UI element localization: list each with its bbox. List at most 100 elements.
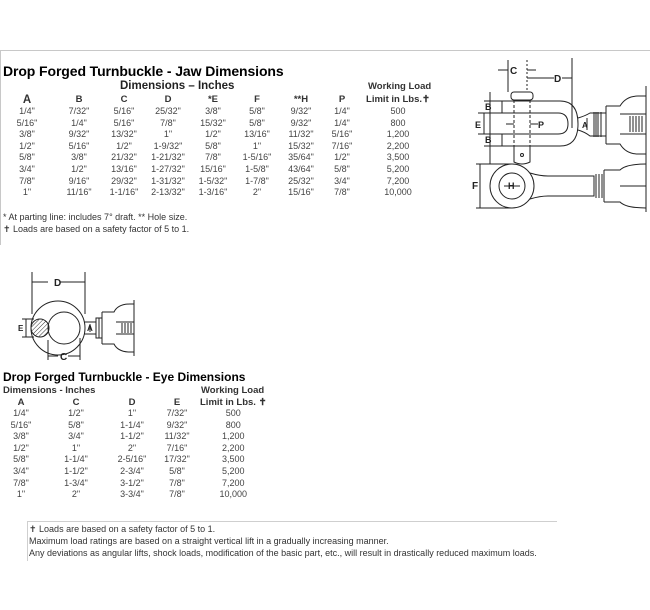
table-cell: 1-1/16" <box>109 187 139 198</box>
table-cell: 3/4" <box>334 175 350 186</box>
jaw-dimensions-table: A B C D *E F **H P Limit in Lbs.✝ 1/4" 7/… <box>0 93 434 199</box>
table-cell: 1-1/4" <box>64 454 88 465</box>
table-cell: 1/4" <box>71 117 87 128</box>
table-cell: 1" <box>16 489 26 500</box>
table-cell: 1-31/32" <box>151 175 185 186</box>
table-cell: 1,200 <box>386 129 410 140</box>
table-cell: 7/8" <box>13 477 29 488</box>
table-cell: 3/8" <box>205 106 221 116</box>
table-row: 5/16"5/8"1-1/4"9/32"800 <box>0 420 267 432</box>
eye-label-c: C <box>60 352 67 363</box>
notes-box <box>27 521 557 561</box>
table-cell: 1-1/4" <box>120 419 144 430</box>
table-cell: 9/16" <box>68 175 90 186</box>
table-cell: 13/16" <box>244 129 270 140</box>
table-cell: 5/8" <box>68 419 84 430</box>
table-cell: 800 <box>390 117 406 128</box>
jaw-label-b-bottom: B <box>485 135 492 145</box>
table-cell: 500 <box>390 106 406 116</box>
col-header: Limit in Lbs. ✝ <box>200 396 267 408</box>
table-cell: 1-21/32" <box>151 152 185 163</box>
table-cell: 10,000 <box>384 187 412 198</box>
table-row: 7/8"1-3/4"3-1/2"7/8"7,200 <box>0 478 267 490</box>
top-divider <box>0 50 650 51</box>
table-cell: 5/8" <box>19 152 35 163</box>
table-cell: 5/16" <box>10 419 32 430</box>
table-cell: 1/2" <box>68 408 84 418</box>
table-cell: 2,200 <box>386 140 410 151</box>
table-cell: 7/16" <box>166 442 188 453</box>
table-cell: 5/16" <box>331 129 353 140</box>
col-header: B <box>75 94 83 105</box>
eye-header-row: A C D E Limit in Lbs. ✝ <box>0 396 267 408</box>
table-cell: 11/32" <box>288 129 314 140</box>
table-cell: 15/16" <box>200 163 226 174</box>
table-cell: 2-5/16" <box>117 454 147 465</box>
table-row: 7/8"9/16"29/32"1-31/32"1-5/32"1-7/8"25/3… <box>0 176 434 188</box>
table-cell: 5,200 <box>222 465 245 476</box>
eye-turnbuckle-diagram: D E A C <box>18 272 135 363</box>
eye-load-header: Working Load <box>201 385 265 396</box>
table-cell: 1-1/2" <box>64 465 88 476</box>
table-cell: 7/8" <box>205 152 221 163</box>
table-cell: 5/8" <box>169 465 185 476</box>
table-row: 1/2"5/16"1/2"1-9/32"5/8"1"15/32"7/16"2,2… <box>0 141 434 153</box>
table-cell: 1-7/8" <box>245 175 269 186</box>
table-cell: 7/8" <box>334 187 350 198</box>
col-header: D <box>128 396 136 408</box>
table-cell: 5/8" <box>13 454 29 465</box>
table-row: 1"2"3-3/4"7/8"10,000 <box>0 489 267 501</box>
table-cell: 1/4" <box>13 408 29 418</box>
table-cell: 15/16" <box>288 187 314 198</box>
table-cell: 2" <box>71 489 81 500</box>
jaw-label-d: D <box>554 74 561 85</box>
eye-label-a: A <box>87 324 93 333</box>
jaw-label-a: A <box>582 121 588 130</box>
jaw-turnbuckle-diagram: C D B E B P A F H <box>472 58 647 212</box>
table-cell: 15/32" <box>200 117 226 128</box>
table-cell: 1-5/32" <box>198 175 228 186</box>
jaw-label-f: F <box>472 181 478 192</box>
table-cell: 1-27/32" <box>151 163 185 174</box>
table-row: 5/16"1/4"5/16"7/8"15/32"5/8"9/32"1/4"800 <box>0 118 434 130</box>
table-cell: 5/16" <box>113 117 135 128</box>
table-cell: 1/4" <box>334 117 350 128</box>
jaw-title: Drop Forged Turnbuckle - Jaw Dimensions <box>3 63 284 79</box>
table-cell: 9/32" <box>68 129 90 140</box>
note-safety-factor: ✝ Loads are based on a safety factor of … <box>29 524 216 534</box>
col-header: Limit in Lbs.✝ <box>366 94 430 105</box>
table-cell: 9/32" <box>166 419 188 430</box>
col-header: E <box>173 396 181 408</box>
table-cell: 5/8" <box>205 140 221 151</box>
table-cell: 1/2" <box>205 129 221 140</box>
col-header: A <box>17 396 25 408</box>
table-cell: 3-1/2" <box>120 477 144 488</box>
table-cell: 10,000 <box>219 489 248 500</box>
jaw-header-row: A B C D *E F **H P Limit in Lbs.✝ <box>0 93 434 106</box>
table-cell: 1/2" <box>13 442 29 453</box>
table-cell: 1-9/32" <box>153 140 183 151</box>
table-cell: 11/32" <box>164 431 190 442</box>
jaw-label-b-top: B <box>485 102 492 112</box>
eye-title: Drop Forged Turnbuckle - Eye Dimensions <box>3 370 246 384</box>
table-cell: 7,200 <box>386 175 410 186</box>
table-cell: 1/2" <box>71 163 87 174</box>
table-row: 1"11/16"1-1/16"2-13/32"1-3/16"2"15/16"7/… <box>0 187 434 199</box>
table-cell: 9/32" <box>290 106 312 116</box>
table-row: 5/8"3/8"21/32"1-21/32"7/8"1-5/16"35/64"1… <box>0 152 434 164</box>
table-cell: 1-5/16" <box>242 152 272 163</box>
table-cell: 5,200 <box>386 163 410 174</box>
table-cell: 2-13/32" <box>151 187 185 198</box>
table-cell: 1" <box>163 129 173 140</box>
table-cell: 29/32" <box>111 175 137 186</box>
table-cell: 43/64" <box>288 163 314 174</box>
table-cell: 3/4" <box>13 465 29 476</box>
jaw-label-p: P <box>538 120 544 130</box>
col-header: D <box>164 94 172 105</box>
table-cell: 500 <box>225 408 241 418</box>
table-cell: 5/8" <box>334 163 350 174</box>
table-cell: 2-3/4" <box>120 465 144 476</box>
table-cell: 3/4" <box>68 431 84 442</box>
table-cell: 25/32" <box>288 175 314 186</box>
table-row: 1/4"1/2"1"7/32"500 <box>0 408 267 420</box>
